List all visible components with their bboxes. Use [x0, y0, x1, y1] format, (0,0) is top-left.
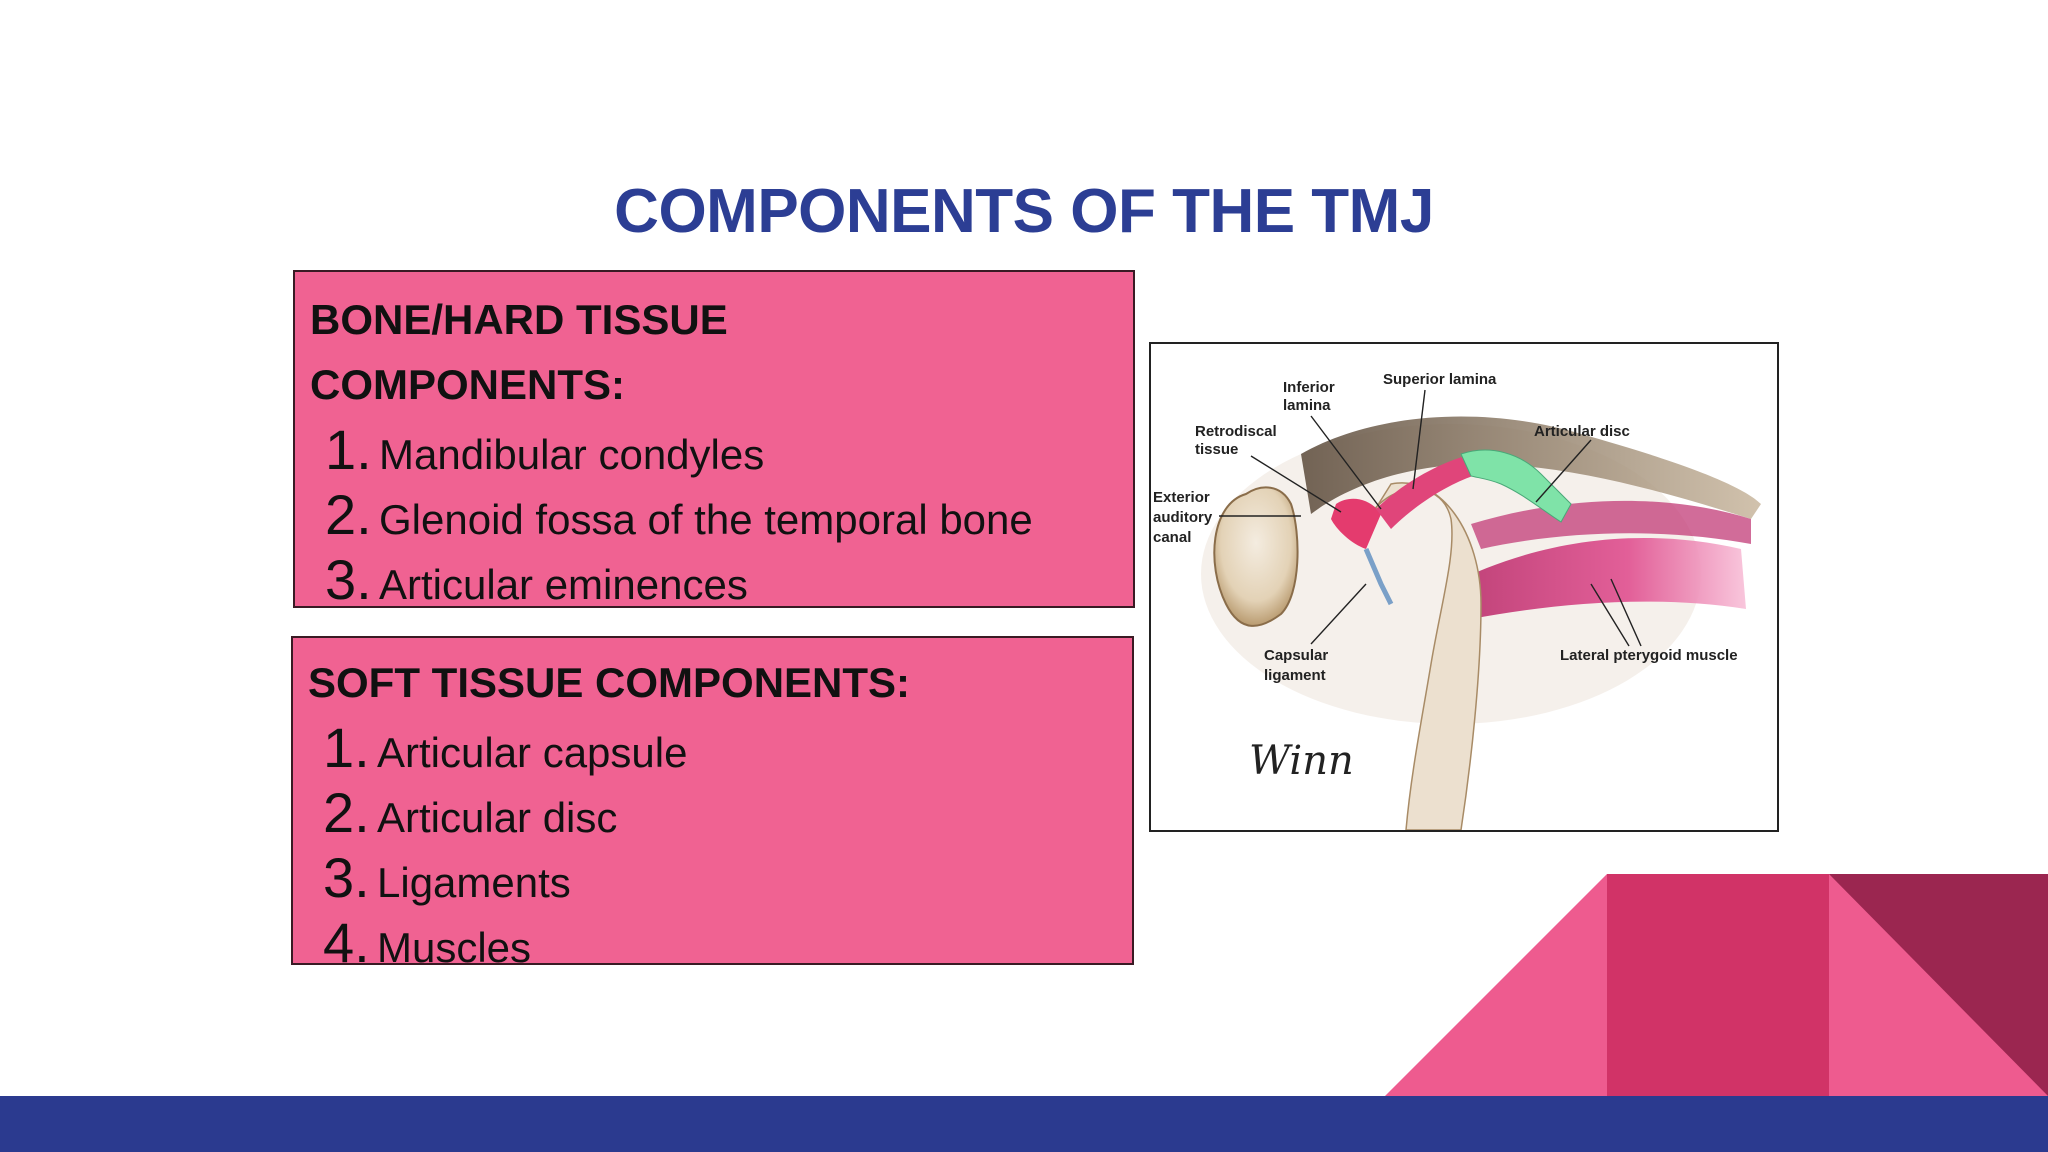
deco-square-right: [1829, 874, 2048, 1096]
leader-lines: [1219, 389, 1642, 647]
list-number: 1.: [323, 716, 370, 779]
list-label: Articular disc: [377, 794, 618, 841]
list-number: 1.: [325, 418, 372, 481]
list-number: 2.: [323, 781, 370, 844]
hard-tissue-list: 1. Mandibular condyles 2. Glenoid fossa …: [295, 417, 1133, 612]
lateral-pterygoid-muscle: [1451, 537, 1746, 619]
label-exterior-1: Exterior: [1153, 489, 1210, 506]
list-label: Mandibular condyles: [379, 431, 765, 478]
label-capsular-1: Capsular: [1264, 647, 1328, 664]
upper-muscle-band: [1471, 500, 1751, 549]
tmj-illustration: Inferior lamina Superior lamina Retrodis…: [1153, 371, 1761, 830]
list-item: 2. Glenoid fossa of the temporal bone: [325, 482, 1133, 547]
list-label: Articular capsule: [377, 729, 688, 776]
deco-triangle-left: [1385, 874, 1607, 1096]
artist-signature: Winn: [1249, 738, 1354, 784]
retrodiscal-tissue: [1331, 498, 1381, 549]
hard-tissue-box: BONE/HARD TISSUE COMPONENTS: 1. Mandibul…: [293, 270, 1135, 611]
list-label: Articular eminences: [379, 561, 748, 608]
list-label: Glenoid fossa of the temporal bone: [379, 496, 1033, 543]
list-item: 4. Muscles: [323, 910, 1132, 975]
deco-square-middle: [1607, 874, 1829, 1096]
label-capsular-2: ligament: [1264, 667, 1326, 684]
hard-tissue-heading: BONE/HARD TISSUE COMPONENTS:: [295, 272, 1133, 417]
hard-tissue-heading-line2: COMPONENTS:: [310, 361, 625, 408]
soft-tissue-box: SOFT TISSUE COMPONENTS: 1. Articular cap…: [291, 636, 1134, 974]
temporal-bone: [1213, 486, 1299, 627]
tmj-diagram: Inferior lamina Superior lamina Retrodis…: [1149, 342, 1779, 832]
label-lateral-pterygoid: Lateral pterygoid muscle: [1560, 647, 1738, 664]
hard-tissue-heading-line1: BONE/HARD TISSUE: [310, 296, 728, 343]
capsular-ligament-line: [1363, 548, 1394, 606]
footer-bar: [0, 1096, 2048, 1152]
soft-tissue-list: 1. Articular capsule 2. Articular disc 3…: [293, 715, 1132, 975]
list-item: 2. Articular disc: [323, 780, 1132, 845]
list-item: 1. Mandibular condyles: [325, 417, 1133, 482]
list-item: 3. Articular eminences: [325, 547, 1133, 612]
label-inferior-lamina-1: Inferior: [1283, 379, 1335, 396]
label-exterior-2: auditory: [1153, 509, 1213, 526]
list-label: Muscles: [377, 924, 532, 971]
list-item: 1. Articular capsule: [323, 715, 1132, 780]
label-inferior-lamina-2: lamina: [1283, 397, 1331, 414]
label-retrodiscal-1: Retrodiscal: [1195, 423, 1277, 440]
disc-pink-region: [1376, 456, 1473, 529]
label-articular-disc: Articular disc: [1534, 423, 1630, 440]
list-item: 3. Ligaments: [323, 845, 1132, 910]
articular-disc: [1460, 449, 1572, 523]
label-retrodiscal-2: tissue: [1195, 441, 1238, 458]
soft-tissue-heading: SOFT TISSUE COMPONENTS:: [308, 659, 911, 706]
list-number: 3.: [325, 548, 372, 611]
deco-triangle-dark: [1829, 874, 2048, 1096]
list-number: 2.: [325, 483, 372, 546]
list-label: Ligaments: [377, 859, 571, 906]
slide-title: COMPONENTS OF THE TMJ: [614, 177, 1434, 246]
list-number: 3.: [323, 846, 370, 909]
label-exterior-3: canal: [1153, 529, 1191, 546]
label-superior-lamina: Superior lamina: [1383, 371, 1497, 388]
mandibular-condyle: [1365, 482, 1482, 830]
cranial-shadow: [1301, 416, 1761, 519]
list-number: 4.: [323, 911, 370, 974]
